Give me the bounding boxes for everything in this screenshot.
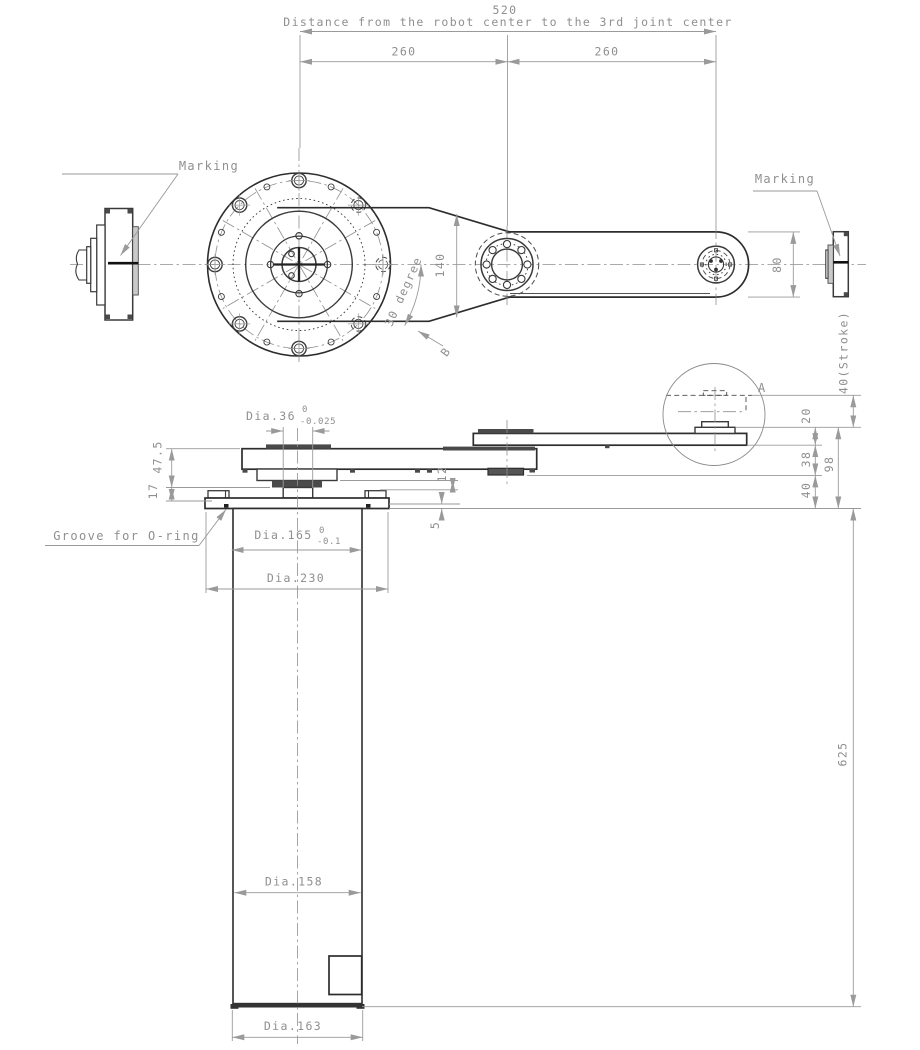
dim-dia165: Dia.165 — [254, 528, 312, 542]
bolt-hole — [347, 312, 370, 335]
dim-dia36-tol-hi: 0 — [302, 405, 308, 415]
dim-dia158: Dia.158 — [265, 875, 323, 889]
bolt-hole — [228, 312, 251, 336]
dim-47-5: 47.5 — [151, 440, 165, 473]
dim-40: 40 — [799, 482, 813, 499]
dim-dia230: Dia.230 — [267, 571, 325, 585]
dim-dia165-tol-lo: -0.1 — [317, 537, 341, 547]
bolt-hole — [228, 193, 251, 217]
label-marking-right: Marking — [755, 172, 815, 186]
dim-520: 520 — [493, 3, 518, 17]
label-section-b: B — [438, 344, 454, 359]
dim-caption: Distance from the robot center to the 3r… — [283, 15, 732, 29]
dim-dia165-tol-hi: 0 — [319, 526, 325, 536]
top-view-flange — [203, 148, 394, 362]
dim-80: 80 — [770, 256, 784, 273]
dim-17: 17 — [146, 483, 160, 500]
dim-260-left: 260 — [392, 45, 417, 59]
label-groove: Groove for O-ring — [53, 529, 200, 543]
label-detail-a: A — [758, 381, 767, 395]
dim-5: 5 — [428, 521, 442, 529]
dim-12: 12 — [435, 466, 449, 483]
dim-dia163: Dia.163 — [264, 1019, 322, 1033]
left-marking-disc: Marking — [62, 159, 239, 321]
detail-circle-a — [662, 363, 766, 466]
dim-260-right: 260 — [595, 45, 620, 59]
label-marking-left: Marking — [179, 159, 239, 173]
top-dimensions: 520 Distance from the robot center to th… — [283, 3, 732, 226]
dim-140: 140 — [433, 253, 447, 278]
dim-98: 98 — [822, 456, 836, 473]
o-ring-groove — [224, 504, 229, 508]
dim-20: 20 — [799, 407, 813, 424]
dim-38: 38 — [799, 451, 813, 468]
top-view-arm: 140 80 30 degree B — [277, 206, 800, 359]
dim-625: 625 — [836, 742, 850, 767]
bolt-hole — [347, 194, 370, 217]
side-dimensions: Dia.36 0 -0.025 47.5 17 12 5 Groove for … — [45, 311, 861, 1041]
connector-box — [328, 955, 363, 996]
dim-dia36-tol-lo: -0.025 — [300, 417, 336, 427]
dim-dia36: Dia.36 — [246, 409, 296, 423]
side-view: A — [204, 363, 767, 1044]
o-ring-groove — [366, 504, 371, 508]
right-marking-disc: Marking — [753, 172, 850, 298]
dim-40-stroke: 40(Stroke) — [837, 311, 851, 394]
